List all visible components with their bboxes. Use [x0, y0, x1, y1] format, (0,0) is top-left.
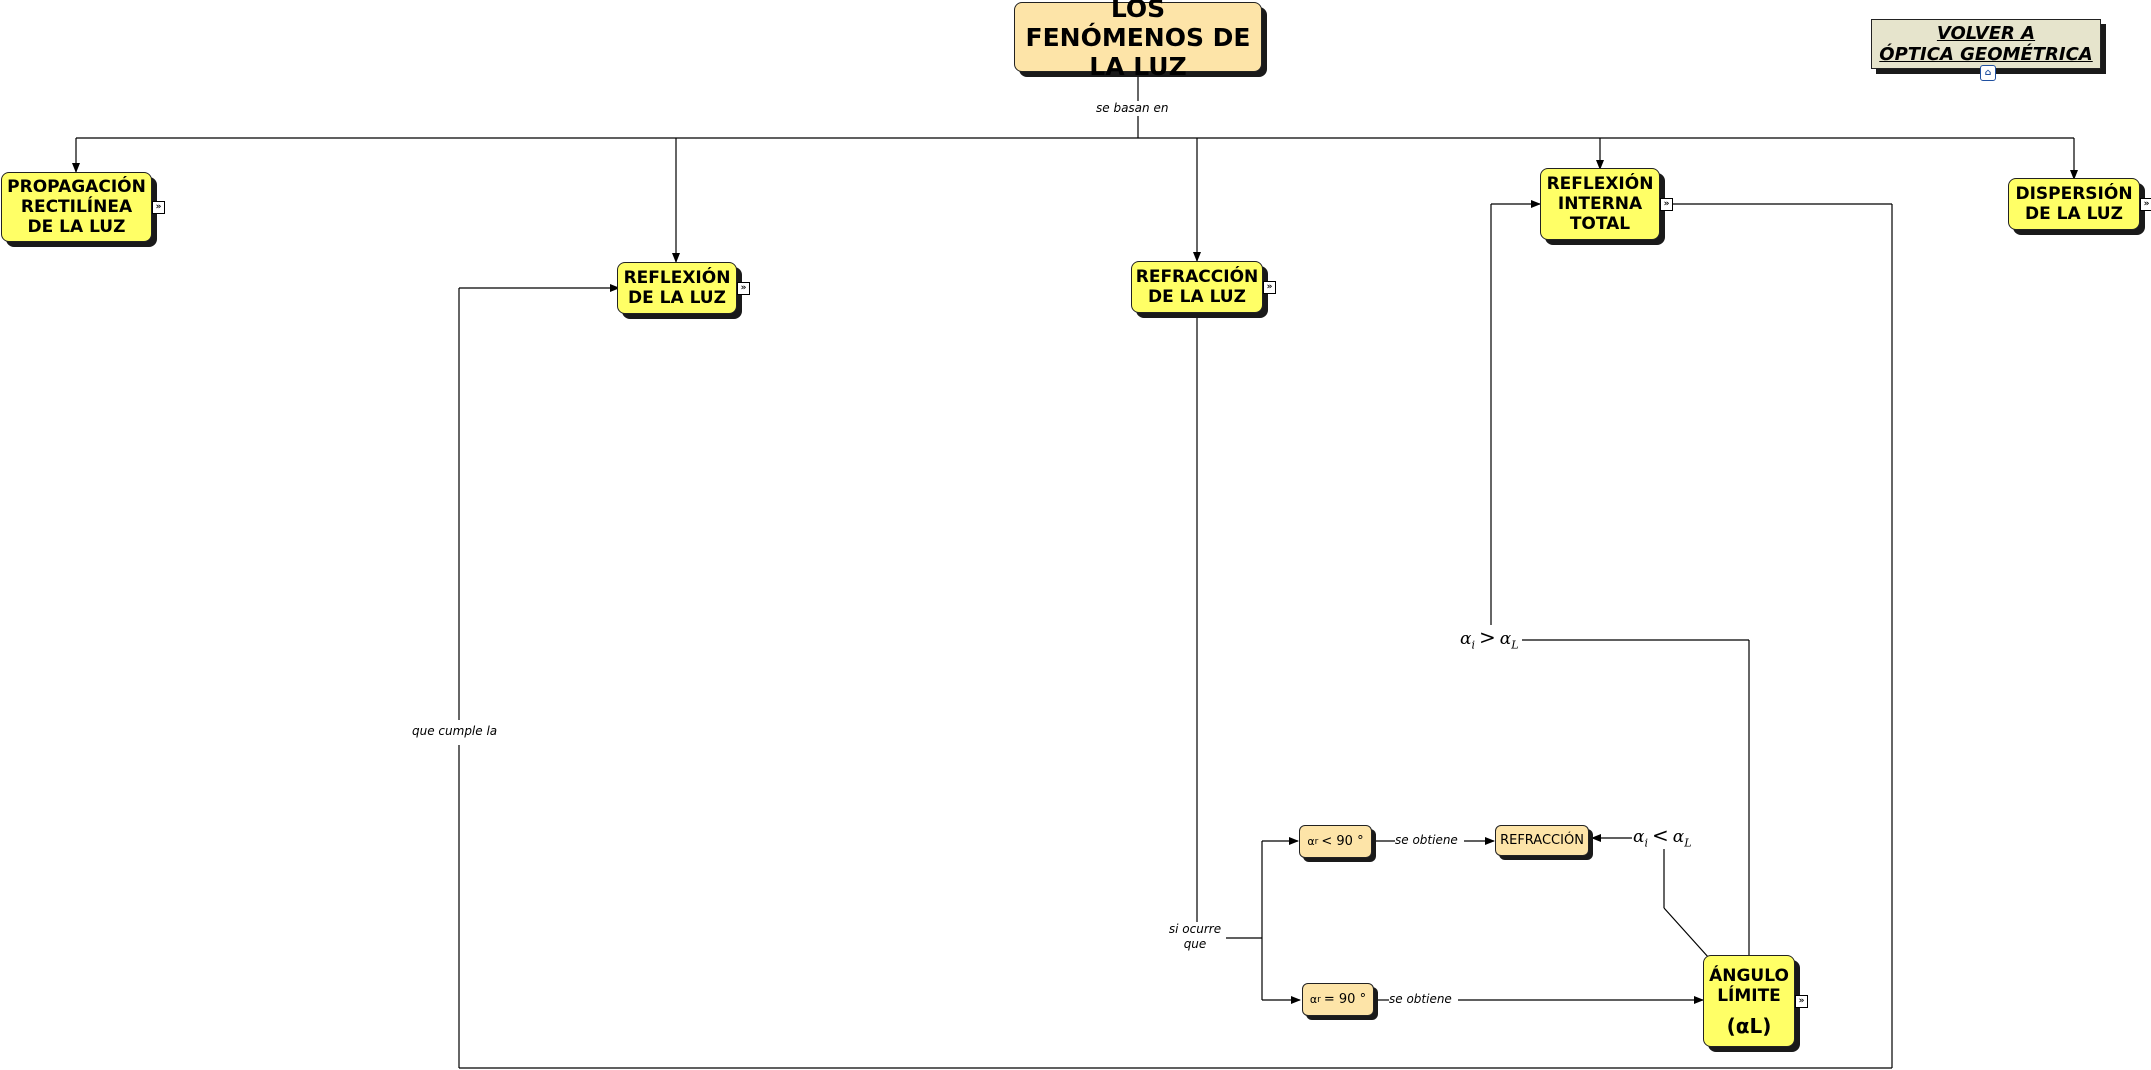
alpha-symbol: α	[1460, 629, 1472, 649]
alpha-subscript: L	[1511, 638, 1519, 652]
expand-icon[interactable]: »	[152, 201, 165, 214]
condition-text: < 90 °	[1321, 834, 1364, 849]
back-link-line2: ÓPTICA GEOMÉTRICA	[1879, 44, 2093, 65]
alpha-subscript: i	[1471, 638, 1476, 652]
alpha-symbol: α	[1633, 827, 1645, 847]
node-angulo-limite-symbol: (αL)	[1726, 1014, 1772, 1038]
alpha-symbol: α	[1307, 835, 1315, 848]
node-angulo-limite-label: ÁNGULO LÍMITE	[1709, 966, 1789, 1006]
node-refraccion[interactable]: REFRACCIÓN DE LA LUZ »	[1131, 261, 1276, 313]
node-propagacion[interactable]: PROPAGACIÓN RECTILÍNEA DE LA LUZ »	[1, 172, 165, 242]
alpha-symbol: α	[1309, 993, 1318, 1006]
alpha-subscript: r	[1317, 994, 1321, 1005]
link-label-si-ocurre-que: si ocurre que	[1166, 922, 1224, 952]
alpha-symbol: α	[1499, 629, 1512, 649]
expand-icon[interactable]: »	[2140, 198, 2151, 211]
node-dispersion-label: DISPERSIÓN DE LA LUZ	[2015, 184, 2133, 224]
node-refraccion-result-label: REFRACCIÓN	[1500, 833, 1584, 848]
alpha-symbol: α	[1672, 827, 1685, 847]
main-title-text: LOS FENÓMENOS DE LA LUZ	[1025, 0, 1251, 81]
node-reflexion-label: REFLEXIÓN DE LA LUZ	[623, 268, 731, 308]
expand-icon[interactable]: »	[1660, 198, 1673, 211]
link-label-se-obtiene: se obtiene	[1389, 992, 1452, 1007]
node-dispersion[interactable]: DISPERSIÓN DE LA LUZ »	[2008, 178, 2151, 230]
expand-icon[interactable]: »	[1795, 995, 1808, 1008]
node-reflexion[interactable]: REFLEXIÓN DE LA LUZ »	[617, 262, 750, 314]
map-link-icon[interactable]: ⌂	[1980, 65, 1996, 81]
expand-icon[interactable]: »	[737, 282, 750, 295]
node-refraccion-result[interactable]: REFRACCIÓN	[1495, 825, 1589, 856]
alpha-subscript: L	[1684, 836, 1692, 850]
link-label-que-cumple-la: que cumple la	[412, 724, 498, 739]
link-label-se-basan-en: se basan en	[1096, 101, 1169, 116]
inequality-alpha-i-less-alpha-l: αi<αL	[1633, 823, 1692, 850]
node-reflexion-interna-total-label: REFLEXIÓN INTERNA TOTAL	[1546, 174, 1654, 234]
link-label-se-obtiene: se obtiene	[1395, 833, 1458, 848]
inequality-alpha-i-greater-alpha-l: αi>αL	[1460, 625, 1519, 652]
node-angulo-limite[interactable]: ÁNGULO LÍMITE (αL) »	[1703, 955, 1808, 1047]
node-refraccion-label: REFRACCIÓN DE LA LUZ	[1135, 267, 1259, 307]
greater-than-sign: >	[1479, 625, 1496, 649]
expand-icon[interactable]: »	[1263, 281, 1276, 294]
alpha-subscript: r	[1314, 836, 1319, 847]
alpha-subscript: i	[1644, 836, 1649, 850]
condition-text: = 90 °	[1323, 992, 1367, 1007]
back-link-button[interactable]: VOLVER A ÓPTICA GEOMÉTRICA	[1871, 19, 2101, 69]
node-reflexion-interna-total[interactable]: REFLEXIÓN INTERNA TOTAL »	[1540, 168, 1673, 240]
back-link-line1: VOLVER A	[1936, 23, 2036, 44]
node-propagacion-label: PROPAGACIÓN RECTILÍNEA DE LA LUZ	[7, 177, 146, 237]
main-title: LOS FENÓMENOS DE LA LUZ	[1014, 0, 1262, 81]
less-than-sign: <	[1652, 823, 1669, 847]
